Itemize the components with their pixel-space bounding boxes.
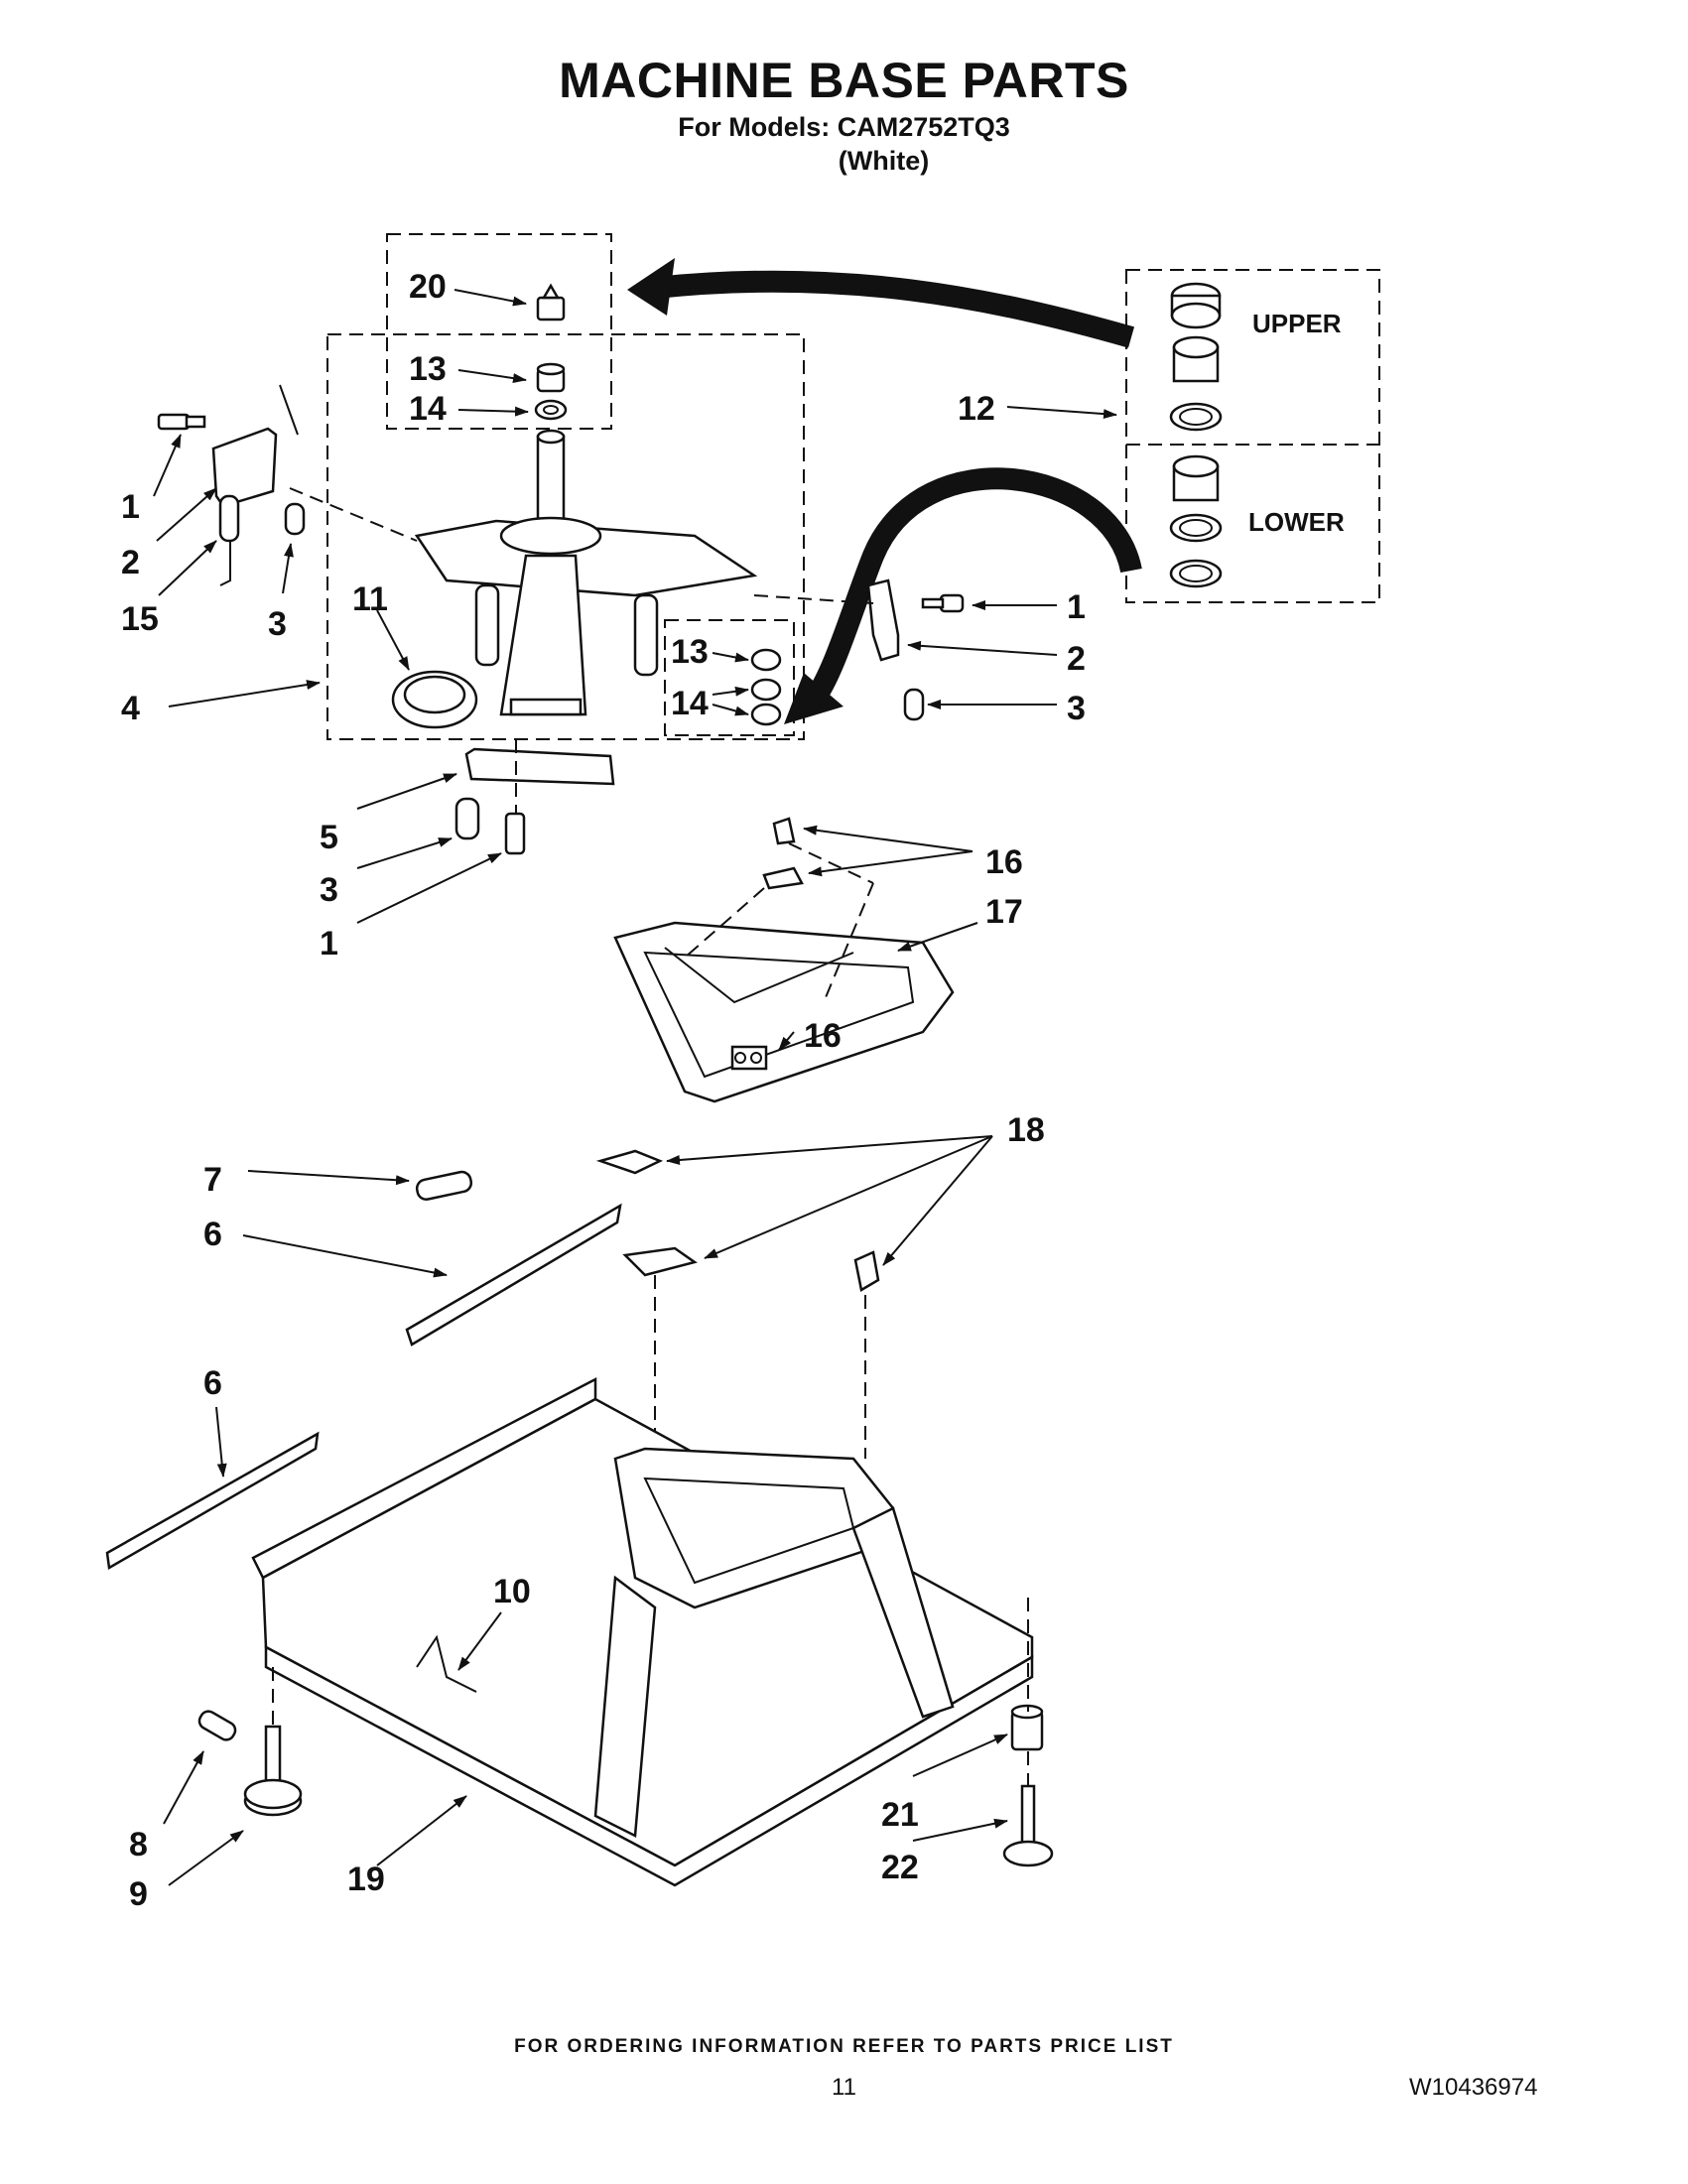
- ordering-note: FOR ORDERING INFORMATION REFER TO PARTS …: [514, 2036, 1174, 2057]
- transmission-assembly-icon: [414, 429, 758, 716]
- upper-kit-arrow: [653, 270, 1135, 348]
- callout-3-right: 3: [1067, 690, 1086, 727]
- callout-1-left: 1: [121, 488, 140, 526]
- pad-18-a-icon: [595, 1149, 664, 1175]
- lower-bushing-box: [664, 619, 795, 736]
- bushing-13-upper-icon: [536, 362, 566, 393]
- channel-6-lower-icon: [105, 1431, 320, 1571]
- pad-18-c-icon: [853, 1250, 880, 1292]
- callout-21: 21: [881, 1796, 919, 1834]
- top-bushing-box: [386, 233, 612, 430]
- callout-22: 22: [881, 1849, 919, 1886]
- pad-16-mid-icon: [762, 866, 804, 890]
- bearing-kit-box: [1125, 269, 1380, 603]
- callout-5: 5: [320, 819, 338, 856]
- bolt-1-right-icon: [921, 593, 965, 613]
- callout-3-left: 3: [268, 605, 287, 643]
- callout-20: 20: [409, 268, 447, 306]
- callout-11: 11: [352, 580, 388, 618]
- tub-support-17-icon: [613, 921, 955, 1103]
- bushing-14-lower-icon: [750, 678, 782, 726]
- pad-16-low-icon: [730, 1045, 768, 1071]
- lower-label: LOWER: [1248, 507, 1345, 537]
- callout-14-upper: 14: [409, 390, 447, 428]
- nut-21-icon: [1010, 1704, 1044, 1751]
- callout-15: 15: [121, 600, 159, 638]
- pad-18-b-icon: [622, 1246, 698, 1277]
- callout-10: 10: [493, 1573, 531, 1610]
- bushing-14-upper-icon: [534, 399, 568, 421]
- spring-3-left-icon: [284, 502, 306, 536]
- callout-12: 12: [958, 390, 995, 428]
- color-line: (White): [838, 146, 930, 176]
- page-number: 11: [832, 2074, 856, 2101]
- callout-2-left: 2: [121, 544, 140, 581]
- upper-kit-arrowhead: [627, 258, 675, 316]
- callout-6-upper: 6: [203, 1216, 222, 1253]
- callout-17: 17: [985, 893, 1023, 931]
- leveling-leg-9-icon: [243, 1725, 303, 1817]
- machine-base-19-icon: [251, 1376, 1034, 1887]
- callout-8: 8: [129, 1826, 148, 1863]
- lower-kit-arrowhead: [784, 673, 844, 724]
- callout-2-right: 2: [1067, 640, 1086, 678]
- callout-19: 19: [347, 1861, 385, 1898]
- pad-16-top-icon: [772, 817, 796, 845]
- upper-bearing-set-icon: [1169, 282, 1223, 432]
- leader-arrows: [153, 289, 1117, 1886]
- spring-3-lower-icon: [454, 797, 480, 840]
- spring-15-icon: [218, 494, 240, 586]
- upper-label: UPPER: [1252, 309, 1342, 338]
- hanger-bracket-right-icon: [866, 578, 900, 662]
- document-number: W10436974: [1409, 2074, 1538, 2101]
- spring-3-right-icon: [903, 688, 925, 721]
- spring-clip-10-icon: [416, 1634, 477, 1693]
- callout-13-upper: 13: [409, 350, 447, 388]
- callout-14-lower: 14: [671, 685, 709, 722]
- bracket-5-icon: [464, 747, 615, 786]
- callout-1-right: 1: [1067, 588, 1086, 626]
- transmission-box: [326, 333, 805, 740]
- channel-6-upper-icon: [405, 1203, 622, 1347]
- lower-kit-arrow: [805, 467, 1142, 707]
- callout-16-upper: 16: [985, 843, 1023, 881]
- callout-13-lower: 13: [671, 633, 709, 671]
- bolt-1-left-icon: [157, 413, 206, 431]
- callout-4: 4: [121, 690, 140, 727]
- callout-3-lower: 3: [320, 871, 338, 909]
- hanger-bracket-left-icon: [211, 384, 299, 508]
- lower-bearing-set-icon: [1169, 454, 1223, 588]
- bolt-1-lower-icon: [504, 812, 526, 855]
- leveling-leg-22-icon: [1002, 1784, 1054, 1867]
- callout-6-lower: 6: [203, 1364, 222, 1402]
- models-line: For Models: CAM2752TQ3: [678, 112, 1010, 142]
- callout-16-lower: 16: [804, 1017, 842, 1055]
- callout-18: 18: [1007, 1111, 1045, 1149]
- callout-1-lower: 1: [320, 925, 338, 963]
- bushing-13-lower-icon: [750, 648, 782, 672]
- top-bushing-20-icon: [536, 283, 566, 321]
- boot-11-icon: [391, 670, 478, 729]
- spring-7-icon: [415, 1170, 473, 1201]
- pin-8-icon: [197, 1710, 237, 1741]
- callout-9: 9: [129, 1875, 148, 1913]
- page-title: MACHINE BASE PARTS: [559, 53, 1129, 108]
- callout-7: 7: [203, 1161, 222, 1199]
